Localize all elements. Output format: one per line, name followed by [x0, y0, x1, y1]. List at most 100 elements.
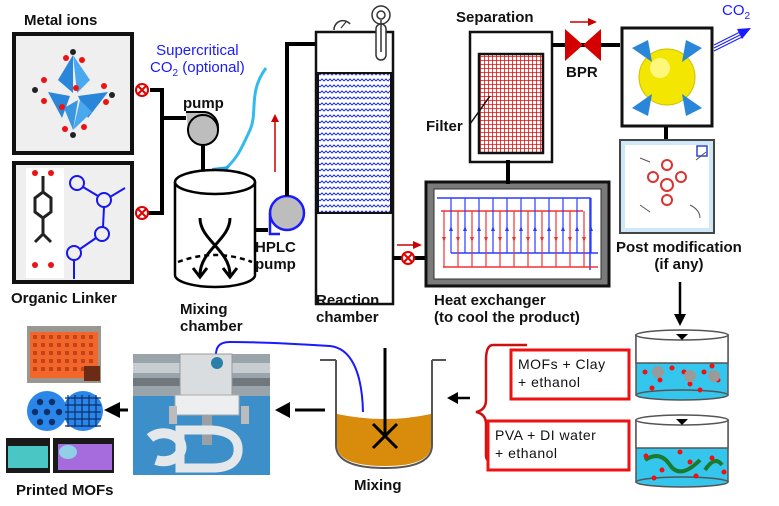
particle — [697, 387, 703, 393]
cube-pore — [65, 367, 69, 371]
formulation-beaker-1 — [635, 329, 729, 401]
formulation-1-line1: MOFs + Clay — [518, 356, 606, 372]
hx-flow-down-icon — [442, 237, 446, 242]
inlet-pipes — [148, 88, 186, 215]
hx-blue-manifold — [437, 197, 591, 270]
metal-cluster-icon — [32, 49, 115, 138]
particle — [693, 473, 699, 479]
hx-flow-up-icon — [533, 226, 537, 231]
formulation-box-2 — [486, 419, 631, 472]
printed-mof-disc-images — [27, 391, 103, 431]
cube-pore — [81, 359, 85, 363]
hx-flow-up-icon — [589, 226, 593, 231]
mof-particle — [684, 370, 696, 382]
supercritical-co2-text: CO — [150, 59, 173, 76]
reaction-line2: chamber — [316, 309, 379, 326]
cube-pore — [33, 367, 37, 371]
hx-flow-up-icon — [505, 226, 509, 231]
particle — [709, 363, 715, 369]
supercritical-co2-label: Supercritical CO2 (optional) — [150, 42, 245, 82]
mixing-chamber-label: Mixing chamber — [180, 301, 243, 335]
disc-pore — [36, 418, 44, 426]
cube-pore — [33, 335, 37, 339]
bpr-valve-icon — [565, 29, 601, 61]
hx-flow-up-icon — [547, 226, 551, 231]
disc-pore — [48, 418, 56, 426]
post-modification-image — [619, 139, 715, 234]
organic-linker-box — [12, 161, 134, 284]
cube-pore — [73, 351, 77, 355]
formulation-2-line1: PVA + DI water — [495, 427, 597, 443]
hx-flow-down-icon — [540, 237, 544, 242]
pump-icon — [186, 111, 219, 188]
formulation-1-text: MOFs + Clay + ethanol — [518, 355, 606, 391]
supercritical-co2-subscript: 2 — [172, 68, 179, 79]
reaction-chamber — [314, 5, 395, 306]
mixing-chamber-vessel — [173, 168, 257, 289]
co2-vent-label: CO2 — [722, 2, 750, 25]
scco2-line — [221, 67, 268, 174]
mixing-chamber-line2: chamber — [180, 318, 243, 335]
hx-flow-up-icon — [519, 226, 523, 231]
cube-pore — [49, 343, 53, 347]
cube-pore — [49, 351, 53, 355]
cube-pore — [49, 359, 53, 363]
cube-pore — [65, 335, 69, 339]
printed-mof-cube-image — [27, 326, 101, 383]
inlet-valve-top-icon — [135, 83, 149, 97]
reaction-line1: Reaction — [316, 292, 380, 309]
cube-pore — [81, 351, 85, 355]
formulation-2-line2: + ethanol — [495, 445, 558, 461]
particle — [642, 369, 648, 375]
cube-pore — [57, 367, 61, 371]
cube-pore — [49, 335, 53, 339]
co2-out-subscript: 2 — [744, 11, 751, 22]
extrusion-tube — [214, 340, 364, 413]
heat-exchanger-line2: (to cool the product) — [434, 309, 580, 326]
cube-pore — [41, 359, 45, 363]
cube-pore — [81, 367, 85, 371]
disc-pore — [48, 398, 56, 406]
cube-pore — [33, 343, 37, 347]
cube-pore — [57, 359, 61, 363]
cube-pore — [73, 343, 77, 347]
hx-flow-down-icon — [568, 237, 572, 242]
hplc-line1: HPLC — [255, 239, 296, 256]
mof-particle — [652, 366, 664, 378]
cube-pore — [65, 351, 69, 355]
hx-flow-down-icon — [554, 237, 558, 242]
separation-label: Separation — [456, 9, 534, 26]
cube-pore — [89, 335, 93, 339]
supercritical-optional-text: (optional) — [178, 59, 245, 76]
cube-pore — [41, 343, 45, 347]
cube-pore — [73, 367, 77, 371]
formulation-box-1 — [509, 348, 631, 401]
cube-pore — [65, 343, 69, 347]
mixing-chamber-line1: Mixing — [180, 301, 228, 318]
cube-pore — [89, 359, 93, 363]
mixing-beaker — [214, 340, 446, 470]
particle — [669, 365, 675, 371]
thermometer-icon — [371, 5, 391, 61]
outlet-valve-icon — [401, 251, 415, 265]
post-mod-line1: Post modification — [616, 239, 742, 256]
hx-flow-down-icon — [484, 237, 488, 242]
cube-pore — [57, 335, 61, 339]
hx-flow-up-icon — [491, 226, 495, 231]
heat-exchanger-line1: Heat exchanger — [434, 292, 546, 309]
hx-flow-down-icon — [526, 237, 530, 242]
3d-printer-image — [133, 353, 270, 475]
hplc-line2: pump — [255, 256, 296, 273]
co2-out-text: CO — [722, 2, 745, 19]
cube-pore — [49, 367, 53, 371]
particle — [687, 459, 693, 465]
cube-pore — [81, 335, 85, 339]
hx-flow-up-icon — [463, 226, 467, 231]
heat-exchanger-label: Heat exchanger (to cool the product) — [434, 292, 580, 326]
printed-mofs-label: Printed MOFs — [16, 482, 114, 499]
bpr-label: BPR — [566, 64, 598, 81]
co2-vent-arrow — [713, 28, 751, 52]
cube-pore — [73, 335, 77, 339]
reaction-chamber-label: Reaction chamber — [316, 292, 379, 326]
